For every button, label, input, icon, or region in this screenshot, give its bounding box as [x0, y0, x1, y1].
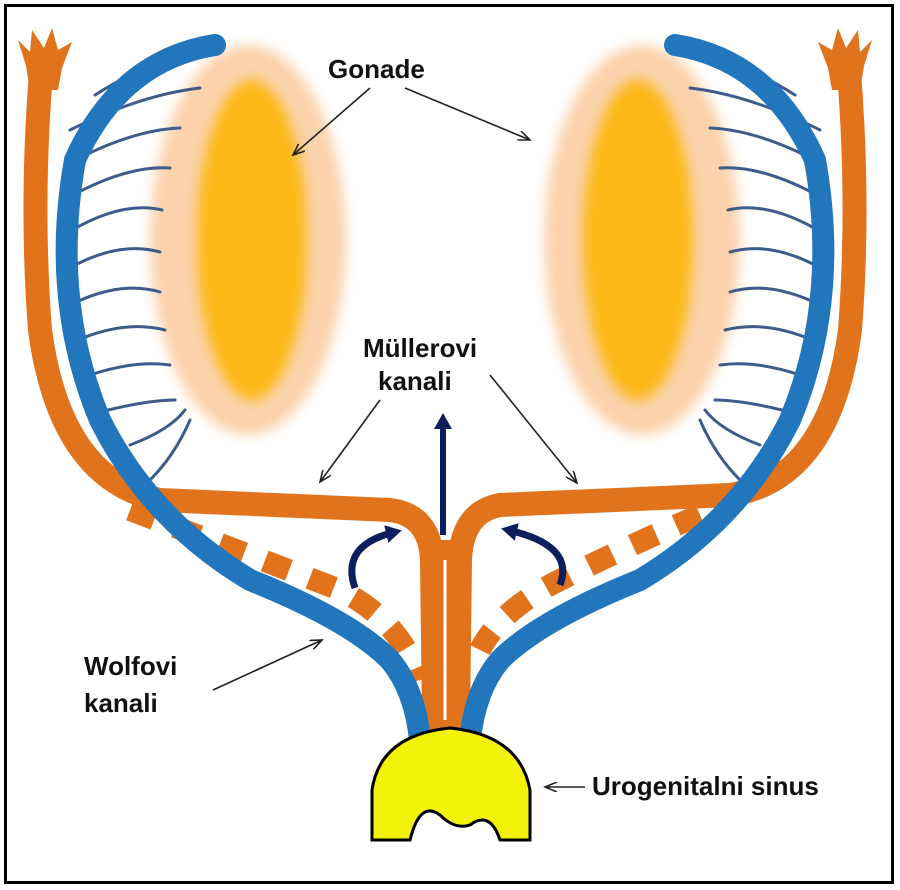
fimbriae-right [818, 28, 872, 90]
arrow-wolf [213, 640, 322, 690]
gonad-left [150, 45, 346, 435]
gonad-right [544, 45, 740, 435]
label-wolf-line2: kanali [84, 688, 158, 718]
fimbriae-left [18, 28, 72, 90]
arrow-muller-right [490, 375, 577, 483]
navy-curved-arrow-left [352, 532, 395, 588]
label-wolf-line1: Wolfovi [84, 651, 177, 681]
arrow-gonade-right [405, 88, 530, 140]
urogenital-sinus [372, 728, 530, 840]
label-sinus: Urogenitalni sinus [592, 771, 819, 801]
label-muller-line2: kanali [378, 366, 452, 396]
arrow-muller-left [320, 400, 380, 482]
label-muller-line1: Müllerovi [363, 333, 477, 363]
label-gonade: Gonade [328, 54, 425, 84]
dashed-mullerian-right [480, 515, 700, 650]
